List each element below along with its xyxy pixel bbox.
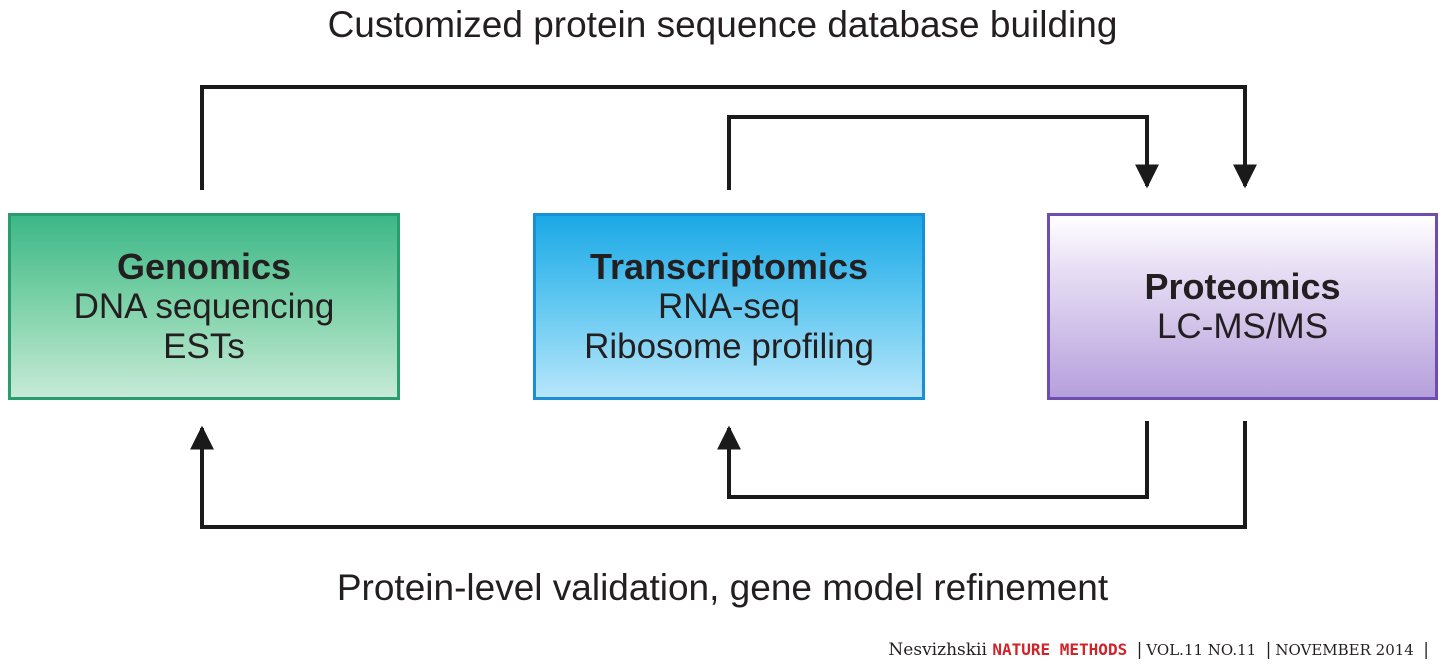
edge-proteomics-to-transcriptomics (717, 421, 1149, 499)
citation-footer: Nesvizhskii NATURE METHODS |VOL.11 NO.11… (888, 639, 1433, 661)
proteomics-heading: Proteomics (1144, 265, 1341, 307)
edge-genomics-to-proteomics (200, 85, 1257, 190)
edge-transcriptomics-to-proteomics (727, 115, 1159, 190)
transcriptomics-box: Transcriptomics RNA-seq Ribosome profili… (533, 213, 925, 400)
bottom-caption: Protein-level validation, gene model ref… (336, 567, 1109, 608)
genomics-line-1: DNA sequencing (73, 286, 335, 326)
genomics-heading: Genomics (116, 245, 292, 287)
transcriptomics-line-1: RNA-seq (658, 286, 800, 326)
transcriptomics-heading: Transcriptomics (589, 245, 869, 287)
footer-journal: NATURE METHODS (992, 640, 1128, 659)
footer-separator-2: | (1265, 640, 1272, 660)
proteomics-box: Proteomics LC-MS/MS (1047, 213, 1438, 400)
transcriptomics-line-2: Ribosome profiling (584, 326, 874, 366)
footer-volume: VOL.11 NO.11 (1146, 641, 1257, 659)
proteomics-line-1: LC-MS/MS (1156, 306, 1329, 346)
footer-separator-1: | (1136, 640, 1143, 660)
footer-date: NOVEMBER 2014 (1275, 641, 1414, 659)
footer-separator-3: | (1423, 640, 1429, 660)
genomics-line-2: ESTs (163, 326, 245, 366)
genomics-box: Genomics DNA sequencing ESTs (8, 213, 400, 400)
top-caption: Customized protein sequence database bui… (327, 4, 1118, 45)
edge-proteomics-to-genomics (190, 421, 1247, 529)
footer-author: Nesvizhskii (888, 640, 987, 660)
